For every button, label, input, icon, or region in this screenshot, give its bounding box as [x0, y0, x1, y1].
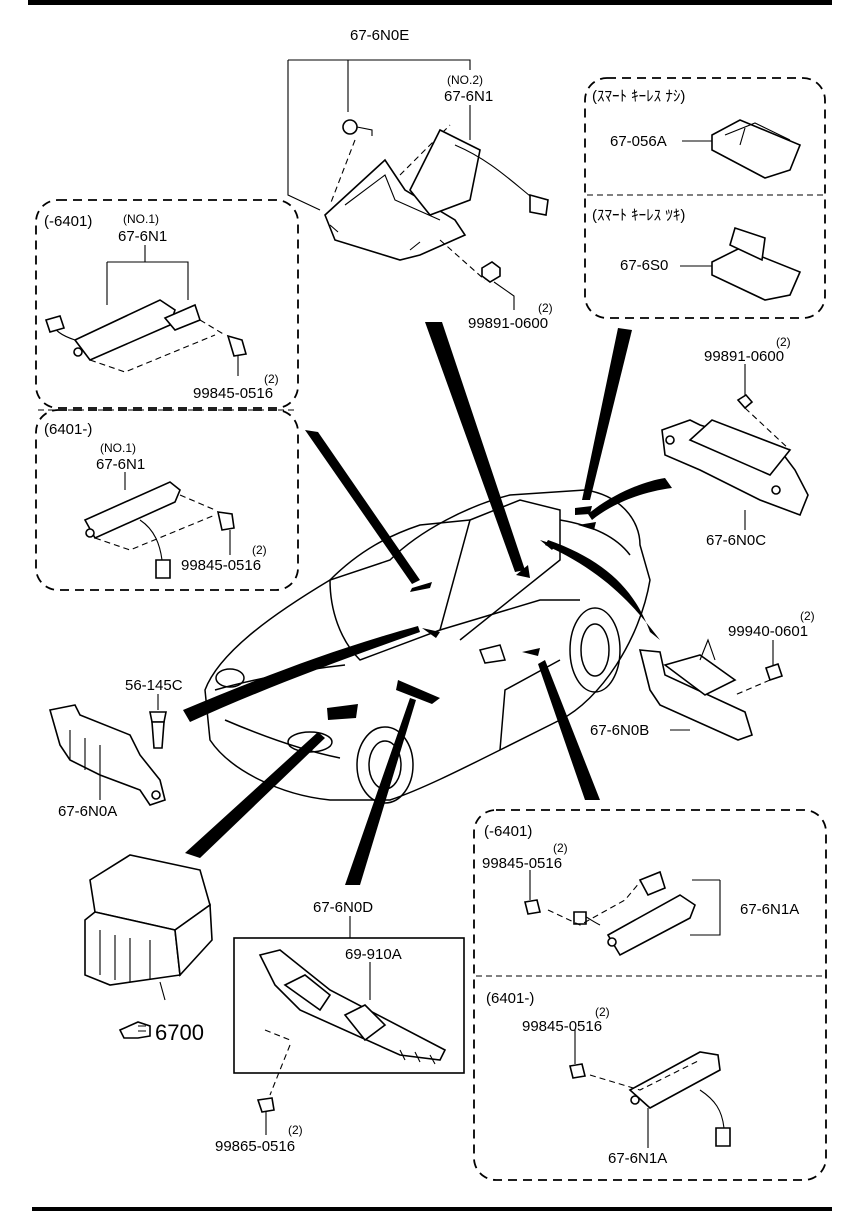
antenna-67-6n1-box-a	[44, 245, 248, 376]
leader-pointers	[183, 322, 672, 885]
box-b-frame	[35, 409, 299, 591]
label-99845-0516-d: 99845-0516	[522, 1018, 602, 1035]
pointing-hand-icon	[118, 1021, 151, 1039]
label-99891-0600-top: 99891-0600	[468, 315, 548, 332]
label-67-6n0d: 67-6N0D	[313, 899, 373, 916]
label-99940-0601: 99940-0601	[728, 623, 808, 640]
label-no1-b: (NO.1)	[100, 441, 136, 455]
label-67-6n1-b: 67-6N1	[96, 456, 145, 473]
box-cd-frame	[473, 809, 827, 1181]
label-screw-top-qty: (2)	[538, 301, 553, 315]
antenna-67-6n1a-box-c	[524, 870, 721, 957]
label-67-6n0b: 67-6N0B	[590, 722, 649, 739]
bracket-67-6n0c	[661, 364, 809, 530]
box-smart-frame	[584, 77, 826, 319]
label-box-d-cond: (6401-)	[486, 990, 534, 1007]
bottom-border	[32, 1207, 832, 1211]
label-no1-a: (NO.1)	[123, 212, 159, 226]
label-99845-0516-b: 99845-0516	[181, 557, 261, 574]
label-box-b-cond: (6401-)	[44, 421, 92, 438]
switch-67-056a	[682, 119, 802, 179]
label-screw-bottom-qty: (2)	[288, 1123, 303, 1137]
bracket-69-910a	[258, 949, 447, 1096]
label-56-145c: 56-145C	[125, 677, 183, 694]
box-67-6n0d-frame	[233, 937, 465, 1074]
bracket-67-6n0e	[287, 59, 486, 281]
label-screw-c-qty: (2)	[553, 841, 568, 855]
switch-67-6s0	[680, 226, 802, 301]
label-67-6n1-top: 67-6N1	[444, 88, 493, 105]
label-box-a-cond: (-6401)	[44, 213, 92, 230]
box-a-frame	[35, 199, 299, 409]
label-nut-right-qty: (2)	[800, 609, 815, 623]
screw-99891-0600-top	[481, 261, 515, 310]
screw-99865-0516	[256, 1097, 275, 1135]
label-67-6n1-a: 67-6N1	[118, 228, 167, 245]
label-6700: 6700	[155, 1020, 204, 1045]
label-67-056a: 67-056A	[610, 133, 667, 150]
label-screw-b-qty: (2)	[252, 543, 267, 557]
label-smart-tsuki: (ｽﾏｰﾄ ｷｰﾚｽ ﾂｷ)	[592, 207, 685, 224]
label-67-6n0a: 67-6N0A	[58, 803, 117, 820]
label-99845-0516-a: 99845-0516	[193, 385, 273, 402]
label-screw-right-qty: (2)	[776, 335, 791, 349]
label-99845-0516-c: 99845-0516	[482, 855, 562, 872]
label-box-c-cond: (-6401)	[484, 823, 532, 840]
label-67-6n0e: 67-6N0E	[350, 27, 409, 44]
label-67-6n1a-d: 67-6N1A	[608, 1150, 667, 1167]
label-screw-a-qty: (2)	[264, 372, 279, 386]
antenna-67-6n1-no2	[409, 105, 549, 216]
text-labels: 67-6N0E (NO.2) 67-6N1 (2) 99891-0600 (-6…	[44, 27, 815, 1167]
antenna-67-6n1-box-b	[83, 472, 235, 579]
top-border	[28, 0, 832, 5]
antenna-67-6n1a-box-d	[569, 1030, 731, 1148]
control-unit-6700	[84, 854, 213, 1001]
label-no2: (NO.2)	[447, 73, 483, 87]
label-smart-nashi: (ｽﾏｰﾄ ｷｰﾚｽ ﾅｼ)	[592, 88, 685, 105]
label-99891-0600-right: 99891-0600	[704, 348, 784, 365]
label-67-6n0c: 67-6N0C	[706, 532, 766, 549]
label-69-910a: 69-910A	[345, 946, 402, 963]
car-outline	[204, 489, 651, 804]
bracket-67-6n0a	[48, 704, 166, 806]
clip-56-145c	[149, 694, 167, 749]
label-67-6s0: 67-6S0	[620, 257, 668, 274]
bracket-67-6n0b	[638, 638, 784, 741]
label-99865-0516: 99865-0516	[215, 1138, 295, 1155]
label-67-6n1a-c: 67-6N1A	[740, 901, 799, 918]
label-screw-d-qty: (2)	[595, 1005, 610, 1019]
